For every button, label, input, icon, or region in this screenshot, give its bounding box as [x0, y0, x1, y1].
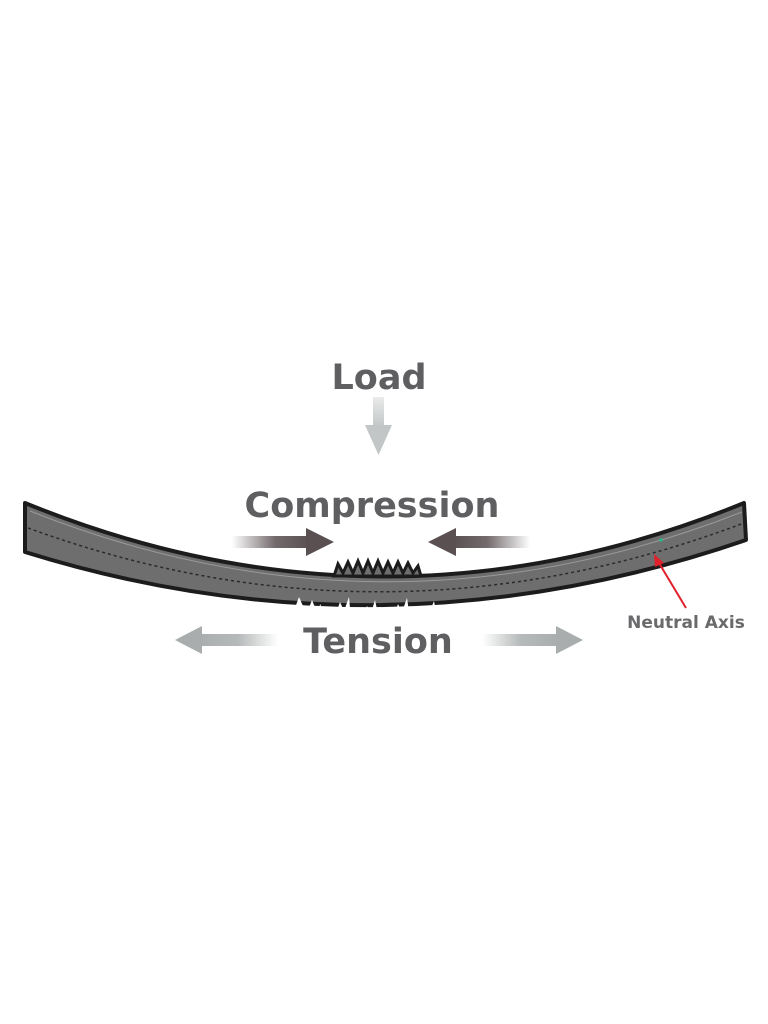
- neutral-axis-pointer: [654, 538, 687, 609]
- tension-arrow-left: left-arrow-icon: [175, 626, 278, 654]
- compression-arrow-left: right-arrow-icon: [232, 528, 334, 556]
- compression-label: Compression: [245, 486, 500, 526]
- compression-wrinkles: [331, 557, 424, 578]
- load-label: Load: [331, 358, 426, 398]
- compression-arrow-right: left-arrow-icon: [428, 528, 530, 556]
- neutral-axis-line: [27, 522, 745, 593]
- tension-cracks: [292, 597, 456, 619]
- neutral-axis-dot: [659, 538, 663, 542]
- beam: [23, 501, 748, 608]
- load-arrow-icon: [365, 397, 392, 455]
- tension-arrow-right: right-arrow-icon: [482, 626, 583, 654]
- neutral-axis-label: Neutral Axis: [627, 613, 745, 633]
- tension-label: Tension: [303, 622, 453, 662]
